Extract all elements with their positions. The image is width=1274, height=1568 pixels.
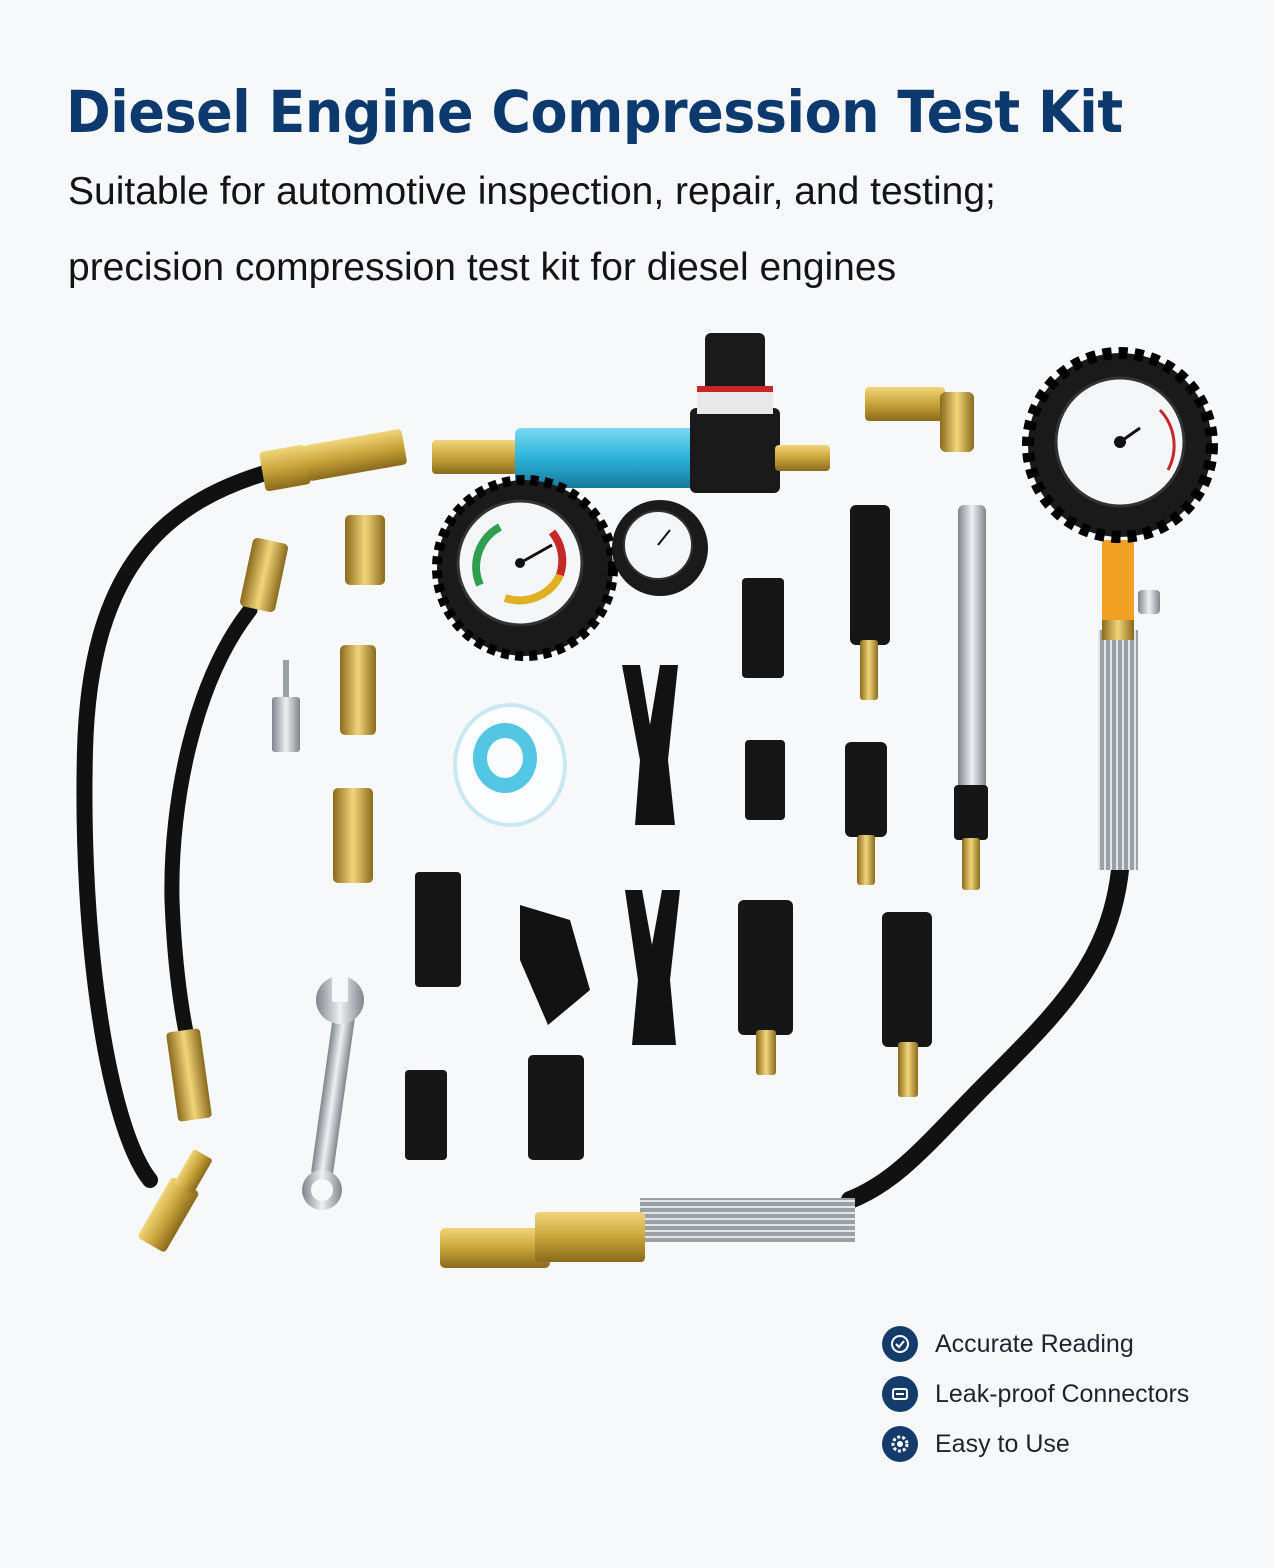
feature-label: Easy to Use bbox=[935, 1429, 1070, 1458]
ptfe-tape bbox=[453, 703, 567, 827]
feature-item: Accurate Reading bbox=[882, 1320, 1189, 1368]
left-short-hose bbox=[164, 537, 288, 1122]
product-illustration bbox=[76, 333, 1218, 1268]
feature-item: Easy to Use bbox=[882, 1420, 1189, 1468]
gear-icon bbox=[882, 1426, 918, 1462]
left-long-hose bbox=[76, 429, 407, 1252]
subtitle-line-2: precision compression test kit for diese… bbox=[68, 246, 897, 289]
feature-item: Leak-proof Connectors bbox=[882, 1370, 1189, 1418]
subtitle-line-1: Suitable for automotive inspection, repa… bbox=[68, 170, 996, 213]
wrench bbox=[302, 972, 364, 1210]
leakdown-manifold bbox=[432, 333, 830, 493]
connector-icon bbox=[882, 1376, 918, 1412]
glow-plug-adapter bbox=[954, 505, 988, 890]
fork-brackets bbox=[520, 665, 680, 1045]
check-badge-icon bbox=[882, 1326, 918, 1362]
leakdown-gauge-small bbox=[612, 500, 708, 596]
page-title: Diesel Engine Compression Test Kit bbox=[66, 78, 1123, 146]
elbow-fitting bbox=[865, 387, 974, 452]
feature-label: Accurate Reading bbox=[935, 1329, 1134, 1358]
feature-label: Leak-proof Connectors bbox=[935, 1379, 1190, 1408]
bottom-hose-end bbox=[440, 1198, 855, 1268]
valve-core-tool bbox=[272, 660, 300, 752]
leakdown-gauge-large bbox=[432, 475, 618, 661]
black-adapters bbox=[405, 578, 785, 1160]
injector-adapters bbox=[738, 505, 932, 1097]
compression-gauge bbox=[841, 347, 1218, 1209]
feature-list: Accurate Reading Leak-proof Connectors E… bbox=[882, 1320, 1189, 1470]
brass-adapters bbox=[333, 515, 385, 883]
